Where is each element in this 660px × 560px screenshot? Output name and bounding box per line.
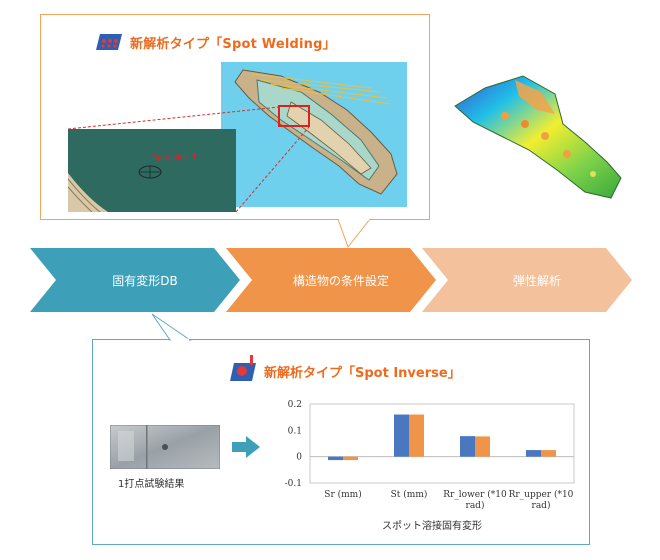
bar — [475, 436, 490, 456]
x-tick-label: Rr_lower (*10 — [443, 489, 507, 500]
spot-inverse-icon — [228, 355, 258, 383]
bar — [460, 436, 475, 457]
callout-tail-bottom — [140, 312, 200, 342]
x-tick-label: St (mm) — [391, 489, 428, 500]
process-step-conditions: 構造物の条件設定 — [256, 248, 426, 312]
bar — [394, 415, 409, 457]
x-tick-label: rad) — [466, 500, 485, 511]
stress-result-model — [445, 66, 635, 216]
bar-chart: 0.20.10-0.1Sr (mm)St (mm)Rr_lower (*10ra… — [278, 392, 578, 542]
y-tick-label: 0 — [296, 453, 302, 463]
y-tick-label: -0.1 — [285, 479, 302, 489]
chart-title: スポット溶接固有変形 — [382, 519, 482, 532]
specimen-caption: 1打点試験結果 — [118, 475, 184, 490]
spot-inverse-title: 新解析タイプ「Spot Inverse」 — [264, 362, 461, 381]
bar — [343, 457, 358, 460]
right-arrow-icon — [232, 436, 262, 458]
bar — [328, 457, 343, 460]
x-tick-label: Rr_upper (*10 — [509, 489, 574, 500]
bar — [526, 450, 541, 457]
bar — [409, 415, 424, 457]
x-tick-label: rad) — [532, 500, 551, 511]
plot-frame — [310, 404, 574, 483]
process-step-db: 固有変形DB — [60, 248, 230, 312]
specimen-photo — [110, 425, 220, 469]
x-tick-label: Sr (mm) — [324, 489, 361, 500]
bar — [541, 450, 556, 457]
y-tick-label: 0.2 — [288, 400, 302, 410]
process-step-elastic: 弾性解析 — [452, 248, 622, 312]
y-tick-label: 0.1 — [288, 426, 302, 436]
